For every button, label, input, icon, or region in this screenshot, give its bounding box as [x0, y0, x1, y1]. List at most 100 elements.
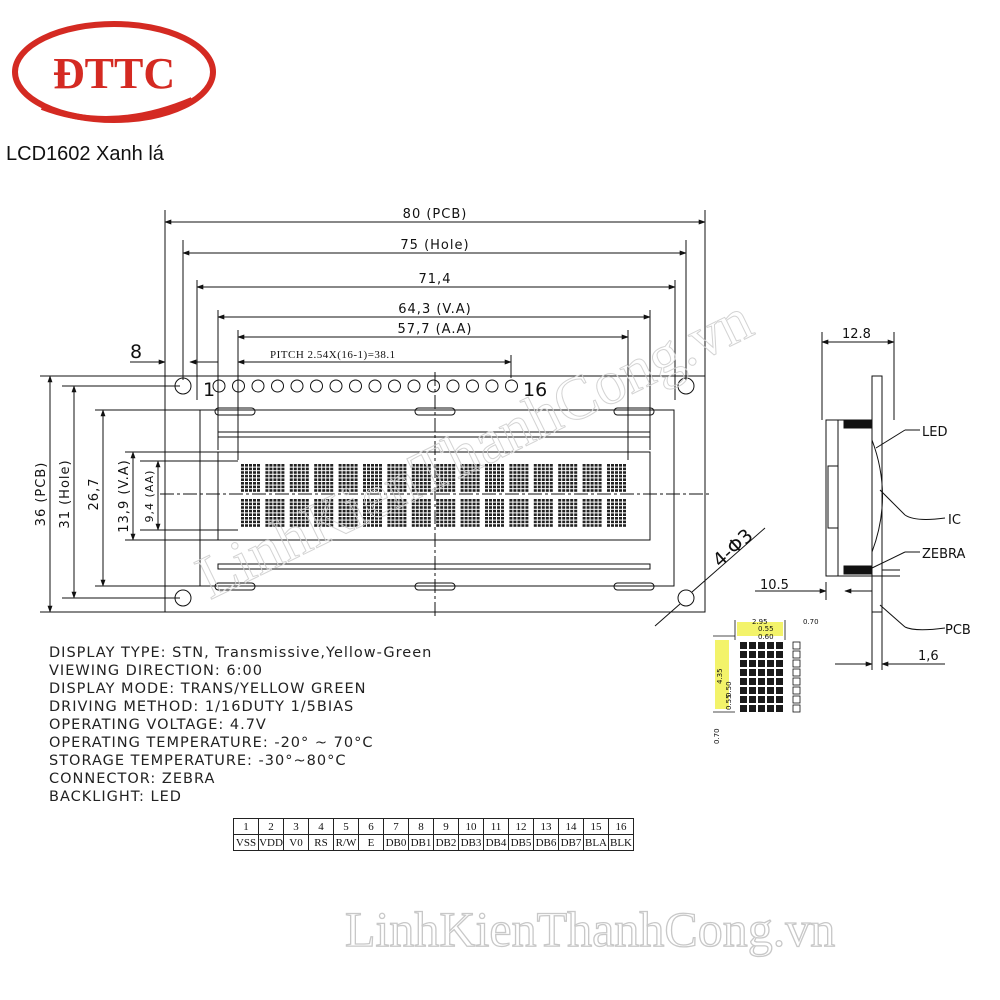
char-cell — [241, 499, 260, 527]
char-detail-dot — [740, 660, 747, 667]
pin-name-cell: BLA — [583, 834, 609, 851]
char-detail-dot — [749, 705, 756, 712]
char-detail-dot — [767, 678, 774, 685]
label-pin-first: 1 — [203, 379, 215, 401]
connector-pin — [505, 379, 518, 393]
char-cell — [558, 464, 578, 492]
char-detail-dot — [749, 687, 756, 694]
char-cell — [387, 464, 407, 492]
svg-text:0.70: 0.70 — [713, 728, 721, 744]
label-left-offset: 8 — [130, 341, 142, 363]
char-detail-dot — [792, 677, 801, 686]
char-cell — [387, 499, 407, 527]
pin-name-cell: V0 — [283, 834, 309, 851]
char-detail-dot — [740, 669, 747, 676]
char-cell — [241, 464, 260, 492]
label-aa-height: 9,4 (AA) — [143, 470, 156, 523]
char-detail-dot — [749, 669, 756, 676]
char-cell — [338, 464, 358, 492]
label-side-pcb-thickness: 1,6 — [918, 649, 939, 664]
char-detail-dot — [776, 669, 783, 676]
char-cell — [607, 464, 626, 492]
logo-swoosh — [40, 97, 194, 122]
connector-pin — [329, 379, 343, 393]
pin-number-cell: 12 — [508, 818, 534, 835]
svg-text:0.70: 0.70 — [803, 618, 819, 626]
pin-number-cell: 16 — [608, 818, 634, 835]
char-cell — [411, 464, 431, 492]
connector-pin — [407, 379, 421, 393]
char-cell — [411, 499, 431, 527]
spec-connector: CONNECTOR: ZEBRA — [49, 771, 216, 787]
char-detail-dot — [740, 696, 747, 703]
char-cell — [363, 499, 382, 527]
backlight-bar-top — [217, 431, 651, 438]
char-cell — [436, 499, 456, 527]
char-detail-dot — [758, 705, 765, 712]
spec-operating-voltage: OPERATING VOLTAGE: 4.7V — [49, 717, 267, 733]
char-cell — [533, 499, 553, 527]
char-detail-dot — [758, 696, 765, 703]
char-cell — [314, 499, 334, 527]
watermark-diagonal: LinhKienThanhCong.vn — [186, 285, 762, 613]
va-outline — [217, 451, 651, 541]
pin-name-cell: RS — [308, 834, 334, 851]
char-detail-dot — [740, 678, 747, 685]
connector-pin — [232, 379, 245, 393]
pin-name-cell: DB3 — [458, 834, 484, 851]
connector-pin — [349, 379, 362, 393]
label-va-width: 64,3 (V.A) — [398, 302, 471, 317]
char-detail-dot — [740, 705, 747, 712]
char-detail-dot — [776, 687, 783, 694]
connector-pin — [446, 379, 460, 393]
char-cell — [460, 499, 480, 527]
char-detail-dot — [792, 659, 801, 668]
pin-name-cell: VSS — [233, 834, 259, 851]
char-detail-dot — [767, 687, 774, 694]
pin-name-cell: BLK — [608, 834, 634, 851]
char-cell — [558, 499, 578, 527]
pin-number-cell: 6 — [358, 818, 384, 835]
char-detail-dot — [758, 687, 765, 694]
char-detail-dot — [767, 660, 774, 667]
svg-text:0.60: 0.60 — [758, 633, 774, 641]
char-detail-dot — [776, 678, 783, 685]
mount-hole-tl — [174, 377, 192, 395]
label-bezel-height: 26,7 — [87, 478, 102, 511]
char-cell — [289, 464, 309, 492]
char-detail-dot — [792, 695, 801, 704]
mount-hole-bl — [174, 589, 192, 607]
label-outline-width: 71,4 — [419, 272, 452, 287]
pin-number-cell: 2 — [258, 818, 284, 835]
char-cell — [338, 499, 358, 527]
char-cell — [485, 464, 504, 492]
pin-number-cell: 9 — [433, 818, 459, 835]
label-side-depth: 12.8 — [842, 327, 871, 342]
mount-hole-tr — [677, 377, 695, 395]
pin-number-cell: 14 — [558, 818, 584, 835]
pin-number-cell: 4 — [308, 818, 334, 835]
label-holes: 4-Φ3 — [709, 525, 758, 572]
char-detail-dot — [792, 668, 801, 677]
connector-pin — [251, 379, 265, 393]
bezel-outline — [199, 409, 675, 587]
char-detail-dot — [792, 650, 801, 659]
char-detail-dot — [749, 642, 756, 649]
product-title: LCD1602 Xanh lá — [6, 143, 164, 165]
char-detail-dot — [767, 642, 774, 649]
specs-list: DISPLAY TYPE: STN, Transmissive,Yellow-G… — [49, 644, 432, 806]
logo-text: ĐTTC — [53, 49, 175, 98]
connector-pin — [388, 379, 401, 393]
char-detail-dot — [776, 651, 783, 658]
char-cell — [289, 499, 309, 527]
char-detail-dot — [740, 651, 747, 658]
char-detail-dot — [749, 660, 756, 667]
pin-name-cell: DB5 — [508, 834, 534, 851]
spec-storage-temperature: STORAGE TEMPERATURE: -30°~80°C — [49, 753, 347, 769]
spec-driving-method: DRIVING METHOD: 1/16DUTY 1/5BIAS — [49, 699, 355, 715]
char-cell — [436, 464, 456, 492]
char-cell — [265, 499, 285, 527]
char-cell — [265, 464, 285, 492]
label-hole-height: 31 (Hole) — [58, 459, 73, 528]
